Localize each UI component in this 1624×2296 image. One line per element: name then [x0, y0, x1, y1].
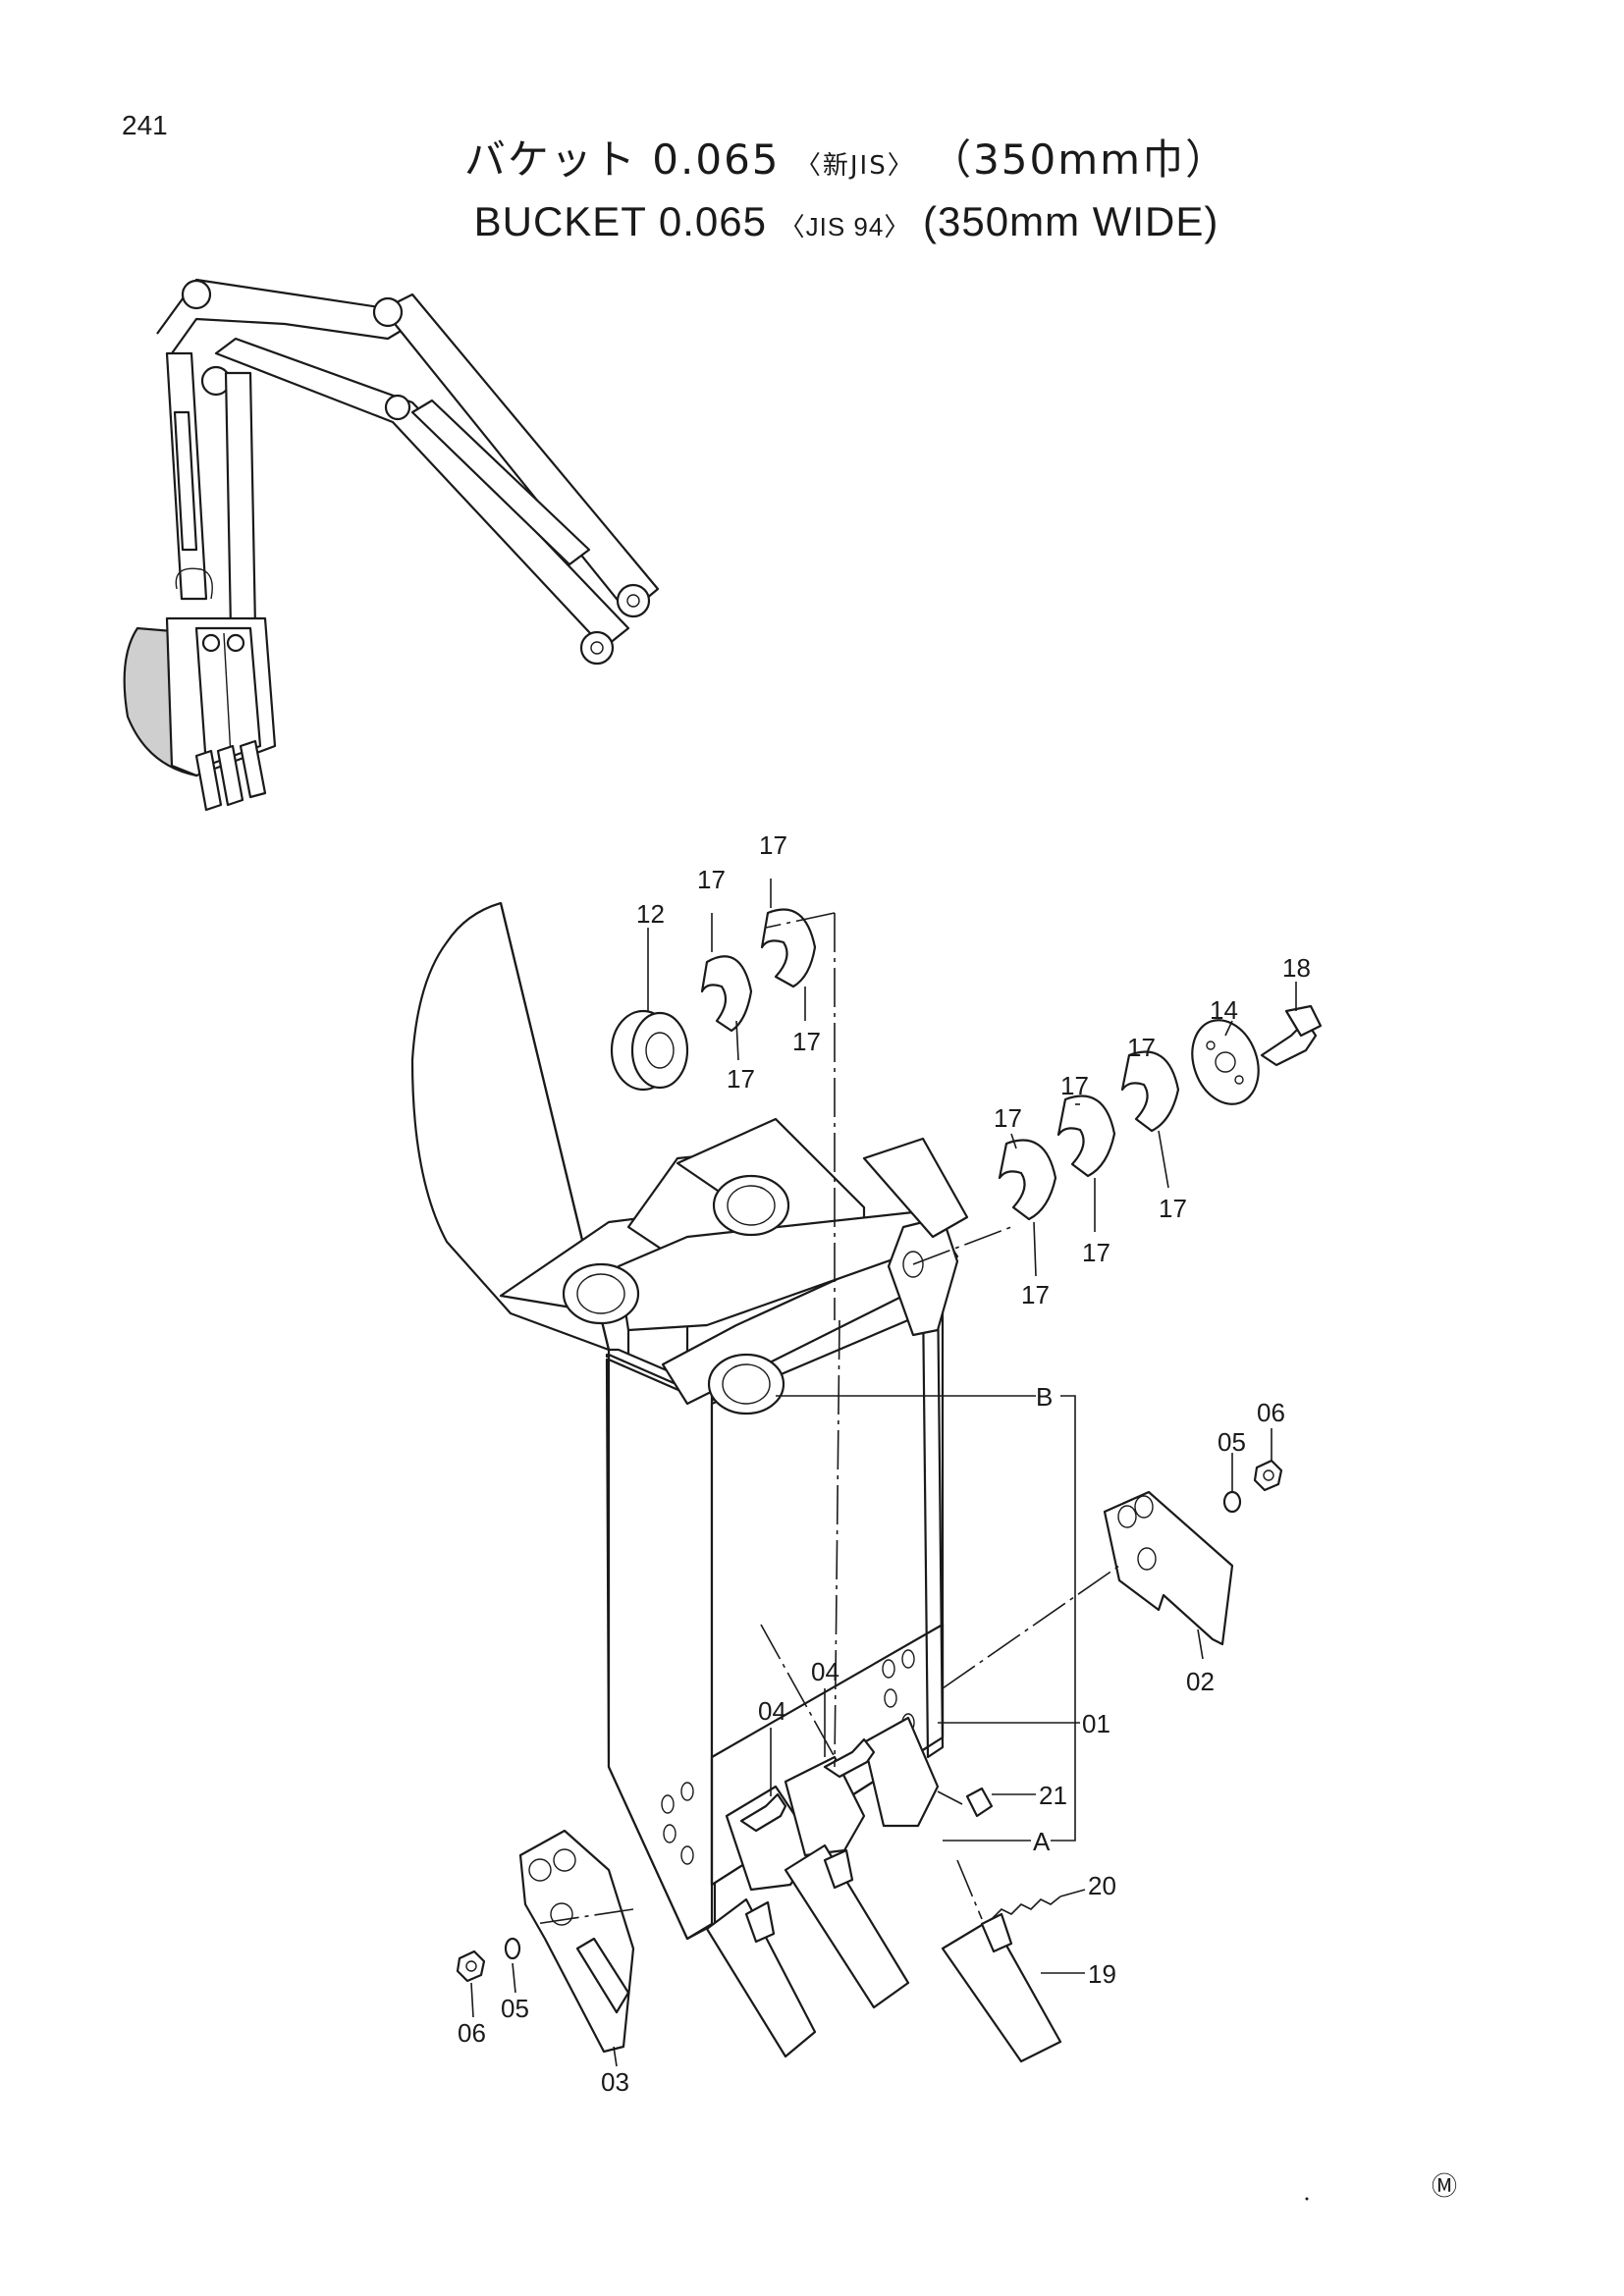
title-jp-main: バケット 0.065: [463, 135, 781, 184]
tooth-adapters: [725, 1716, 940, 1892]
callout-A: A: [1033, 1827, 1051, 1856]
washer-14: [1191, 1019, 1260, 1105]
side-cutter-left-03: [518, 1829, 635, 2054]
side-cutter-right-02: [1103, 1490, 1234, 1646]
title-english: BUCKET 0.065 〈JIS 94〉 (350mm WIDE): [0, 194, 1624, 254]
title-en-width: (350mm WIDE): [923, 198, 1219, 244]
title-japanese: バケット 0.065 〈新JIS〉 （350mm巾）: [0, 132, 1624, 194]
callout-02: 02: [1186, 1667, 1215, 1696]
callout-12: 12: [636, 899, 665, 929]
callout-17-d: 17: [727, 1064, 755, 1094]
callout-06-bottom: 06: [458, 2018, 486, 2048]
bucket-teeth: [705, 1843, 1062, 2063]
callout-17-i: 17: [1082, 1238, 1110, 1267]
shims-17: [700, 908, 1180, 1221]
callout-17-f: 17: [1060, 1071, 1089, 1100]
assembly-centerlines: [534, 912, 1120, 1925]
callout-17-a: 17: [697, 865, 726, 894]
callout-17-j: 17: [1159, 1194, 1187, 1223]
callout-17-e: 17: [994, 1103, 1022, 1133]
callout-17-b: 17: [759, 830, 787, 860]
callout-21: 21: [1039, 1781, 1067, 1810]
callout-01: 01: [1082, 1709, 1110, 1738]
callout-06-top: 06: [1257, 1398, 1285, 1427]
callout-04-a: 04: [811, 1657, 839, 1686]
title-en-main: BUCKET 0.065: [473, 198, 767, 244]
callout-17-h: 17: [1021, 1280, 1050, 1309]
nuts-06: [456, 1459, 1283, 1983]
callout-14: 14: [1210, 995, 1238, 1025]
retainer-pin-20: [991, 1896, 1061, 1920]
callout-04-b: 04: [758, 1696, 786, 1726]
pin-21: [965, 1787, 994, 1818]
callout-20: 20: [1088, 1871, 1116, 1900]
callout-17-g: 17: [1127, 1033, 1156, 1062]
callout-18: 18: [1282, 953, 1311, 983]
lock-washers-05: [504, 1490, 1242, 1960]
bucket-body: [410, 901, 969, 1941]
bolt-18: [1260, 1004, 1323, 1067]
callout-03: 03: [601, 2067, 629, 2097]
callout-19: 19: [1088, 1959, 1116, 1989]
title-en-standard: 〈JIS 94〉: [779, 212, 911, 241]
manufacturer-mark: Ⓜ: [1432, 2171, 1457, 2201]
stray-dot: [1305, 2197, 1309, 2201]
bolts-04: [739, 1737, 876, 1833]
callout-05-bottom: 05: [501, 1994, 529, 2023]
excavator-arm-inset: [123, 278, 660, 812]
callout-05-top: 05: [1218, 1427, 1246, 1457]
page-number: 241: [122, 110, 168, 140]
callout-17-c: 17: [792, 1027, 821, 1056]
callout-B: B: [1036, 1382, 1053, 1412]
pin-bushing-12: [610, 1009, 689, 1092]
callout-labels: 12 17 17 17 17 17 17 17 17 17 17 14 18 B…: [458, 830, 1311, 2097]
title-jp-standard: 〈新JIS〉: [794, 151, 915, 181]
title-jp-width: （350mm巾）: [930, 135, 1229, 184]
page-title: バケット 0.065 〈新JIS〉 （350mm巾） BUCKET 0.065 …: [0, 132, 1624, 254]
leader-lines: [470, 879, 1297, 2067]
